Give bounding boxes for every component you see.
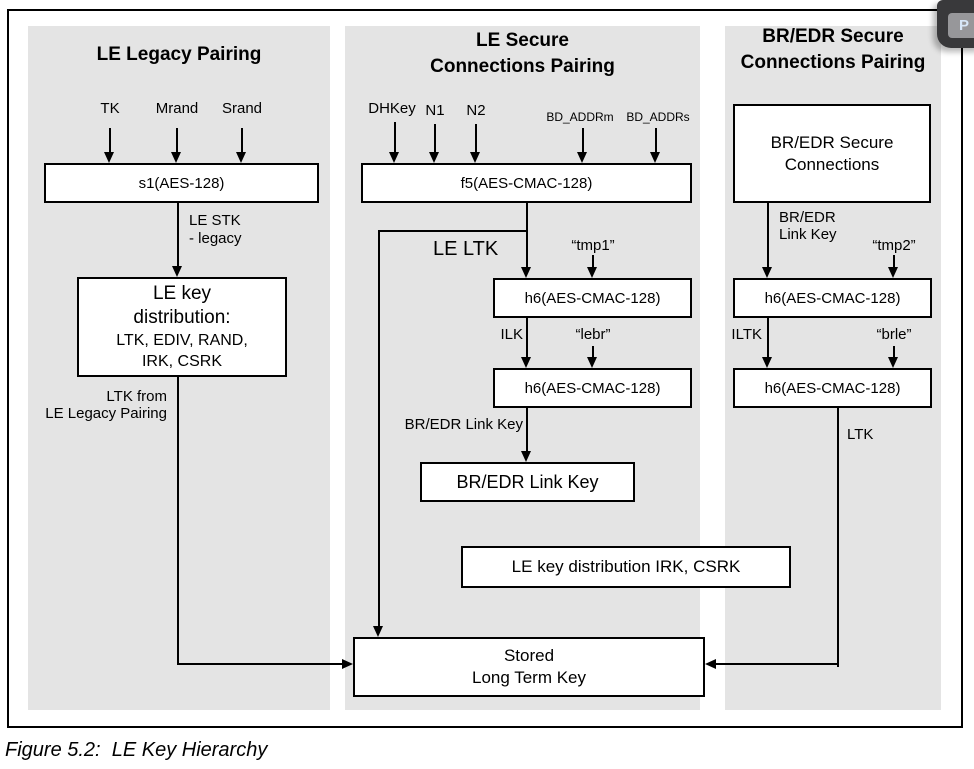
arrowhead bbox=[705, 659, 716, 669]
input-label-n1: N1 bbox=[425, 102, 445, 119]
s1-function-box: s1(AES-128) bbox=[44, 163, 319, 203]
br-edr-link-key-box: BR/EDR Link Key bbox=[420, 462, 635, 502]
le-stk-legacy-label: - legacy bbox=[189, 230, 242, 247]
brle-label: “brle” bbox=[876, 326, 912, 343]
legacy-title: LE Legacy Pairing bbox=[96, 44, 262, 65]
input-label-bd-addrs: BD_ADDRs bbox=[626, 110, 690, 124]
tmp1-label: “tmp1” bbox=[571, 237, 615, 254]
viewer-toolbar-button[interactable]: P bbox=[948, 13, 974, 38]
input-label-n2: N2 bbox=[466, 102, 486, 119]
arrowhead bbox=[171, 152, 181, 163]
arrowhead bbox=[888, 267, 898, 278]
connector-line bbox=[893, 346, 895, 357]
tmp2-label: “tmp2” bbox=[872, 237, 916, 254]
figure-caption: Figure 5.2: LE Key Hierarchy bbox=[5, 739, 268, 761]
input-label-srand: Srand bbox=[221, 100, 263, 117]
connector-line bbox=[176, 128, 178, 152]
arrowhead bbox=[577, 152, 587, 163]
connector-line bbox=[378, 230, 528, 232]
arrowhead bbox=[888, 357, 898, 368]
input-label-mrand: Mrand bbox=[155, 100, 199, 117]
connector-line bbox=[241, 128, 243, 152]
f5-function-box: f5(AES-CMAC-128) bbox=[361, 163, 692, 203]
connector-line bbox=[767, 203, 769, 267]
ilk-label: ILK bbox=[500, 326, 523, 343]
connector-line bbox=[716, 663, 838, 665]
connector-line bbox=[526, 318, 528, 357]
input-label-tk: TK bbox=[100, 100, 120, 117]
connector-line bbox=[378, 230, 380, 626]
arrowhead bbox=[650, 152, 660, 163]
le-stk-label: LE STK bbox=[189, 212, 241, 229]
connector-line bbox=[837, 408, 839, 667]
connector-line bbox=[767, 318, 769, 357]
arrowhead bbox=[521, 357, 531, 368]
arrowhead bbox=[172, 266, 182, 277]
stored-long-term-key-box: Stored Long Term Key bbox=[353, 637, 705, 697]
connector-line bbox=[177, 377, 179, 665]
arrowhead bbox=[389, 152, 399, 163]
ltk-label: LTK bbox=[847, 426, 874, 443]
input-label-dhkey: DHKey bbox=[368, 100, 416, 117]
arrowhead bbox=[236, 152, 246, 163]
connector-line bbox=[592, 346, 594, 357]
h6-iltk-function-box: h6(AES-CMAC-128) bbox=[733, 278, 932, 318]
arrowhead bbox=[587, 267, 597, 278]
arrowhead bbox=[373, 626, 383, 637]
connector-line bbox=[177, 203, 179, 266]
connector-line bbox=[177, 663, 344, 665]
arrowhead bbox=[521, 267, 531, 278]
input-label-bd-addrm: BD_ADDRm bbox=[546, 110, 614, 124]
connector-line bbox=[592, 255, 594, 267]
arrowhead bbox=[470, 152, 480, 163]
connector-line bbox=[582, 128, 584, 152]
arrowhead bbox=[762, 357, 772, 368]
connector-line bbox=[109, 128, 111, 152]
connector-line bbox=[475, 124, 477, 152]
connector-line bbox=[526, 408, 528, 451]
le-secure-title: LE Secure Connections Pairing bbox=[430, 30, 615, 77]
connector-line bbox=[655, 128, 657, 152]
lebr-label: “lebr” bbox=[575, 326, 611, 343]
ltk-from-legacy-label: LTK from LE Legacy Pairing bbox=[45, 388, 167, 422]
connector-line bbox=[394, 122, 396, 152]
le-ltk-label: LE LTK bbox=[433, 238, 499, 260]
arrowhead bbox=[104, 152, 114, 163]
br-edr-secure-connections-box: BR/EDR Secure Connections bbox=[733, 104, 931, 203]
connector-line bbox=[434, 124, 436, 152]
br-edr-link-key-flow-label: BR/EDR Link Key bbox=[404, 416, 523, 433]
le-key-distribution-irk-csrk-box: LE key distribution IRK, CSRK bbox=[461, 546, 791, 588]
arrowhead bbox=[521, 451, 531, 462]
br-edr-link-key-source-label: BR/EDR Link Key bbox=[779, 209, 837, 243]
arrowhead bbox=[762, 267, 772, 278]
h6-ilk-function-box: h6(AES-CMAC-128) bbox=[493, 278, 692, 318]
arrowhead bbox=[429, 152, 439, 163]
br-edr-title: BR/EDR Secure Connections Pairing bbox=[740, 26, 926, 73]
h6-ltk-function-box: h6(AES-CMAC-128) bbox=[733, 368, 932, 408]
le-key-distribution-box: LE key distribution: LTK, EDIV, RAND, IR… bbox=[77, 277, 287, 377]
arrowhead bbox=[342, 659, 353, 669]
arrowhead bbox=[587, 357, 597, 368]
connector-line bbox=[526, 203, 528, 267]
h6-link-key-function-box: h6(AES-CMAC-128) bbox=[493, 368, 692, 408]
connector-line bbox=[893, 255, 895, 267]
iltk-label: ILTK bbox=[731, 326, 762, 343]
